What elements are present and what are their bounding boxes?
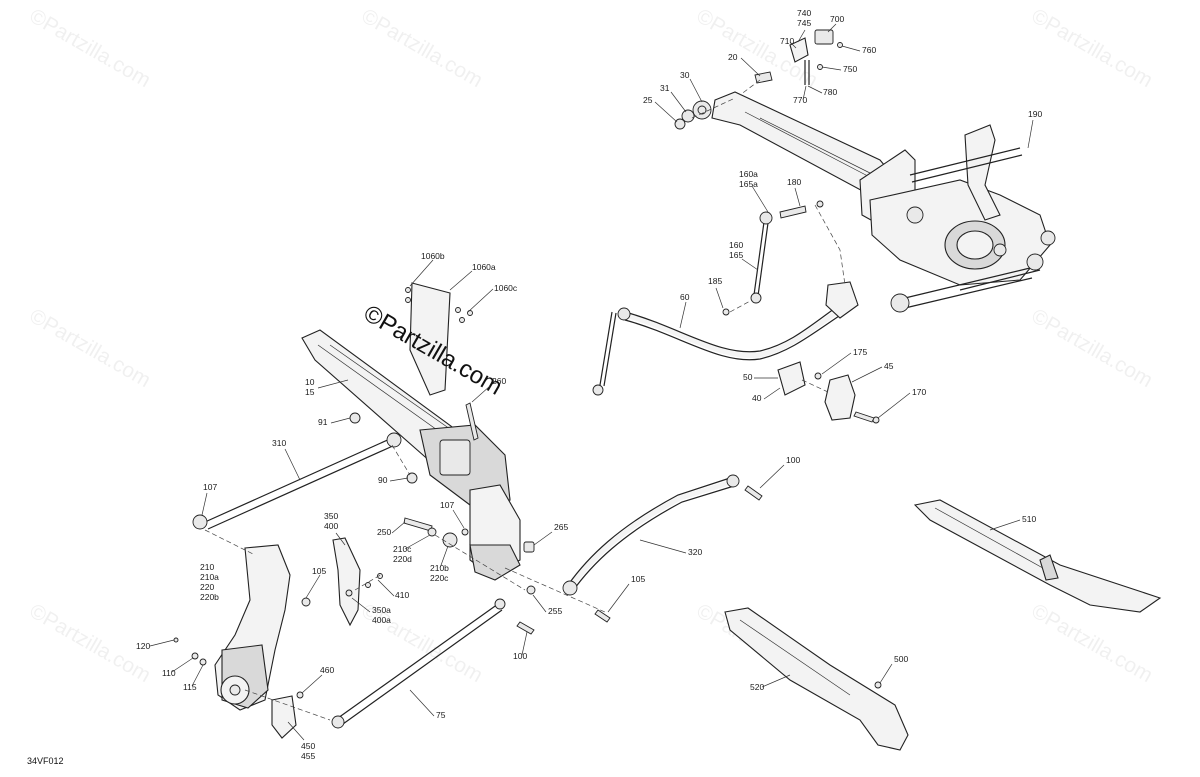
rear-arm-assembly <box>711 91 1056 313</box>
callout-label: 170 <box>912 387 926 397</box>
callout-label: 50 <box>743 372 753 382</box>
callout-label: 750 <box>843 64 857 74</box>
tie-rod-75 <box>244 598 535 739</box>
leader-lines <box>149 23 1034 741</box>
callout-label: 107 <box>203 482 217 492</box>
callout-label: 75 <box>436 710 446 720</box>
callout-label: 60 <box>680 292 690 302</box>
callout-label: 91 <box>318 417 328 427</box>
callout-label: 700 <box>830 14 844 24</box>
callout-label: 460 <box>320 665 334 675</box>
watermark-grid: ©Partzilla.com ©Partzilla.com ©Partzilla… <box>26 4 1157 687</box>
diagram-code: 34VF012 <box>27 756 64 766</box>
callout-label: 1060b <box>421 251 445 261</box>
callout-label: 310 <box>272 438 286 448</box>
callout-label: 110 <box>162 668 176 678</box>
front-arm-assembly <box>192 282 521 581</box>
tie-rod-320 <box>562 474 763 623</box>
callout-label: 510 <box>1022 514 1036 524</box>
callout-label: 20 <box>728 52 738 62</box>
callout-label: 780 <box>823 87 837 97</box>
watermark: ©Partzilla.com <box>1028 599 1157 687</box>
sway-bar <box>592 200 859 396</box>
callout-label: 105 <box>631 574 645 584</box>
callout-label: 190 <box>1028 109 1042 119</box>
spindle-arm <box>173 529 311 711</box>
callout-label: 1060c <box>494 283 518 293</box>
callout-label: 185 <box>708 276 722 286</box>
callout-label: 500 <box>894 654 908 664</box>
callout-label: 520 <box>750 682 764 692</box>
callout-label: 770 <box>793 95 807 105</box>
callout-label: 120 <box>136 641 150 651</box>
callout-label: 105 <box>312 566 326 576</box>
callout-label: 100 <box>786 455 800 465</box>
callout-label: 30 <box>680 70 690 80</box>
callout-label: 255 <box>548 606 562 616</box>
callout-label: 710 <box>780 36 794 46</box>
callout-label: 25 <box>643 95 653 105</box>
callout-label: 760 <box>862 45 876 55</box>
callout-label: 115 <box>183 682 197 692</box>
watermark: ©Partzilla.com <box>26 304 155 392</box>
callout-label: 175 <box>853 347 867 357</box>
sway-bar-clamp <box>777 361 880 424</box>
callout-label: 90 <box>378 475 388 485</box>
watermark: ©Partzilla.com <box>1028 4 1157 92</box>
watermark: ©Partzilla.com <box>26 4 155 92</box>
watermark: ©Partzilla.com <box>1028 304 1157 392</box>
pivot-hardware <box>403 517 606 613</box>
callout-label: 40 <box>752 393 762 403</box>
callout-label: 260 <box>492 376 506 386</box>
callout-label: 410 <box>395 590 409 600</box>
callout-label: 107 <box>440 500 454 510</box>
callout-label: 250 <box>377 527 391 537</box>
callout-label: 1060a <box>472 262 496 272</box>
ski-left <box>724 607 909 751</box>
callout-label: 265 <box>554 522 568 532</box>
callout-label: 31 <box>660 83 670 93</box>
callout-label: 320 <box>688 547 702 557</box>
callout-label: 100 <box>513 651 527 661</box>
callout-label: 45 <box>884 361 894 371</box>
ski-stopper-bracket <box>332 537 383 627</box>
shock-mount-hardware <box>674 29 843 130</box>
callout-label: 180 <box>787 177 801 187</box>
watermark: ©Partzilla.com <box>358 4 487 92</box>
ski-right <box>913 499 1162 613</box>
